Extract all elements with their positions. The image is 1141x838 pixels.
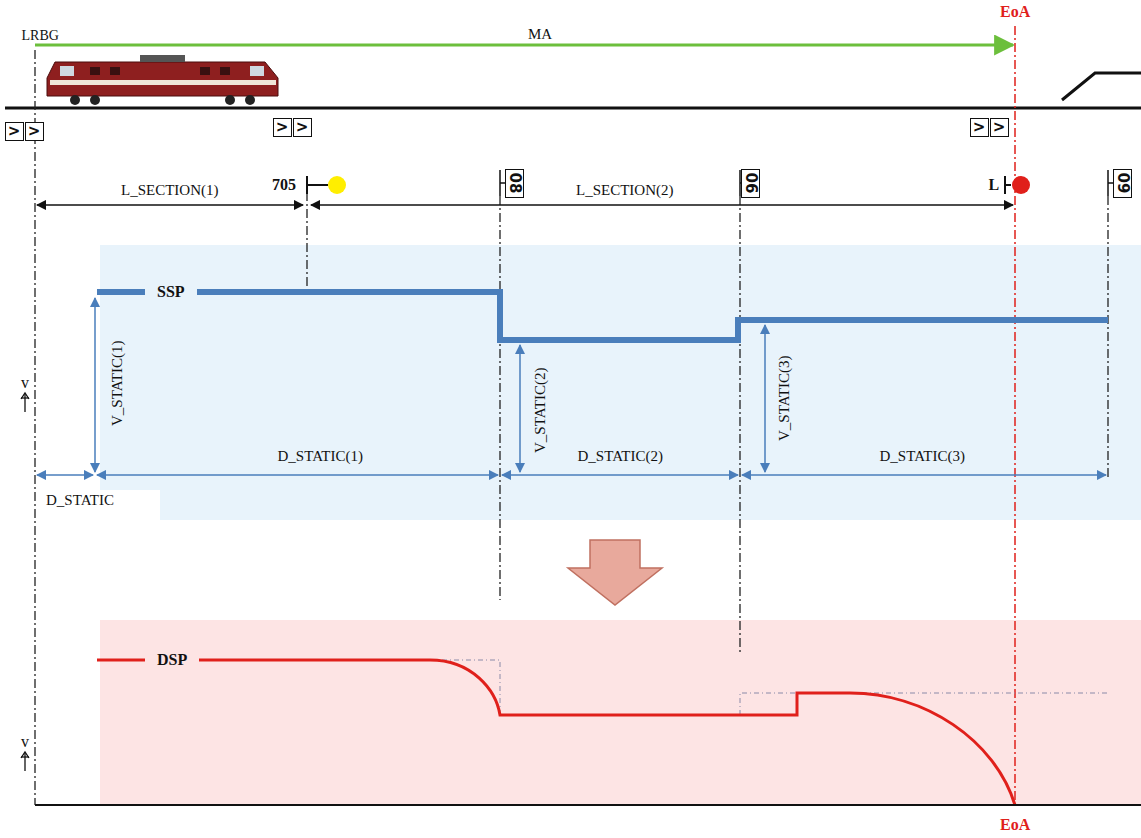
distance-axis xyxy=(35,804,1141,806)
speed-board: 06 xyxy=(741,169,760,198)
dimension-label: D_STATIC xyxy=(46,492,114,509)
gradient-ramp xyxy=(1062,73,1141,100)
eoa-line xyxy=(1014,26,1016,805)
axis-label: v xyxy=(21,733,29,751)
balise-symbol: > xyxy=(25,122,44,141)
eoa-label: EoA xyxy=(1000,816,1030,834)
eoa-label: EoA xyxy=(1000,3,1030,21)
dsp-curve xyxy=(97,660,1015,805)
balise-symbol: > xyxy=(990,118,1009,137)
ssp-dimensions xyxy=(37,298,1106,475)
dimension-label: V_STATIC(1) xyxy=(109,340,126,425)
axis-arrow xyxy=(21,393,29,771)
profile-name: DSP xyxy=(157,651,187,669)
node-text: > xyxy=(8,124,21,139)
dimension-label: D_STATIC(3) xyxy=(880,448,965,465)
guide-lines xyxy=(35,50,1108,805)
ssp-line xyxy=(97,292,1108,340)
balise-symbol: > xyxy=(293,118,312,137)
profile-name: SSP xyxy=(157,283,185,301)
node-text: 06 xyxy=(743,173,758,194)
dsp-guides xyxy=(430,660,1108,715)
dimension-label: D_STATIC(2) xyxy=(578,448,663,465)
transform-arrow xyxy=(568,540,662,605)
ma-label: MA xyxy=(528,26,552,43)
dimension-label: L_SECTION(1) xyxy=(121,182,219,199)
speed-board: 09 xyxy=(1113,169,1132,198)
node-text: 08 xyxy=(507,173,522,194)
balise-symbol: > xyxy=(273,118,292,137)
dimension-label: L_SECTION(2) xyxy=(576,182,674,199)
node-text: > xyxy=(296,120,309,135)
lrbg-label: LRBG xyxy=(22,28,59,43)
dimension-arrow xyxy=(311,204,1013,206)
dimension-label: V_STATIC(2) xyxy=(532,367,549,452)
node-text: 09 xyxy=(1115,173,1130,194)
balise-symbol: > xyxy=(970,118,989,137)
axis-label: v xyxy=(21,374,29,392)
balise-symbol: > xyxy=(5,122,24,141)
dimension-arrow xyxy=(37,204,303,206)
node-text: > xyxy=(28,124,41,139)
signal-705 xyxy=(307,176,346,194)
locomotive xyxy=(47,55,278,105)
ma-arrow xyxy=(35,44,1013,47)
dimension-label: V_STATIC(3) xyxy=(776,355,793,440)
speed-board: 08 xyxy=(505,169,524,198)
node-text: > xyxy=(973,120,986,135)
signal-l xyxy=(1005,176,1030,194)
signal-name: L xyxy=(989,176,1000,194)
dimension-label: D_STATIC(1) xyxy=(278,448,363,465)
dsp-panel xyxy=(100,620,1141,805)
node-text: > xyxy=(276,120,289,135)
track xyxy=(5,107,1141,110)
ssp-panel xyxy=(100,245,1141,520)
signal-name: 705 xyxy=(272,176,296,194)
node-text: > xyxy=(993,120,1006,135)
